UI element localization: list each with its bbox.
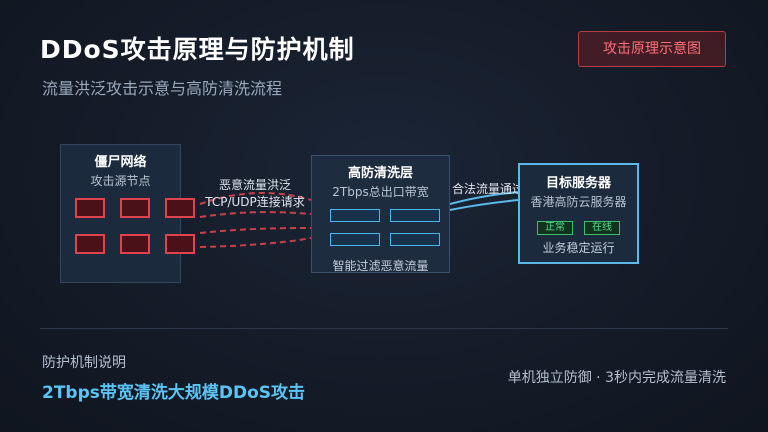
filter-slot-icon bbox=[330, 233, 380, 246]
attack-flow-line bbox=[199, 211, 312, 218]
mechanism-section-label: 防护机制说明 bbox=[42, 355, 126, 371]
attack-flow-label-line1: 恶意流量洪泛 bbox=[218, 178, 291, 192]
attack-flow-line bbox=[199, 237, 312, 248]
clean-flow-line bbox=[449, 191, 519, 205]
status-badge-normal: 正常 bbox=[537, 221, 573, 235]
botnet-node: 僵尸网络 攻击源节点 bbox=[60, 144, 195, 283]
bot-host-icon bbox=[120, 198, 150, 218]
filter-slot-icon bbox=[330, 209, 380, 222]
scrubbing-node: 高防清洗层 2Tbps总出口带宽 智能过滤恶意流量 bbox=[311, 155, 450, 273]
target-server-node: 目标服务器 香港高防云服务器 正常 在线 业务稳定运行 bbox=[518, 163, 639, 264]
attack-flow-label-line2: TCP/UDP连接请求 bbox=[205, 195, 305, 209]
mechanism-summary: 单机独立防御 · 3秒内完成流量清洗 bbox=[507, 370, 726, 386]
botnet-subtitle: 攻击源节点 bbox=[90, 174, 151, 188]
bot-host-icon bbox=[75, 198, 105, 218]
target-title: 目标服务器 bbox=[545, 176, 611, 191]
page-subtitle: 流量洪泛攻击示意与高防清洗流程 bbox=[42, 79, 283, 98]
diagram-type-badge: 攻击原理示意图 bbox=[578, 31, 726, 67]
bot-host-icon bbox=[165, 234, 195, 254]
mechanism-headline: 2Tbps带宽清洗大规模DDoS攻击 bbox=[42, 383, 306, 403]
clean-flow-line bbox=[449, 199, 519, 211]
page-title: DDoS攻击原理与防护机制 bbox=[40, 35, 355, 64]
target-subtitle: 香港高防云服务器 bbox=[530, 195, 627, 209]
clean-flow-label: 合法流量通过 bbox=[452, 182, 518, 196]
scrubbing-footer: 智能过滤恶意流量 bbox=[332, 259, 429, 273]
bot-host-icon bbox=[120, 234, 150, 254]
status-badge-online: 在线 bbox=[584, 221, 620, 235]
bot-host-icon bbox=[75, 234, 105, 254]
attack-flow-line bbox=[199, 192, 312, 205]
attack-flow-line bbox=[199, 227, 312, 234]
bot-host-icon bbox=[165, 198, 195, 218]
section-divider bbox=[40, 328, 728, 329]
target-footer: 业务稳定运行 bbox=[542, 241, 615, 255]
filter-slot-icon bbox=[390, 233, 440, 246]
filter-slot-icon bbox=[390, 209, 440, 222]
attack-flow-label: 恶意流量洪泛 TCP/UDP连接请求 bbox=[200, 176, 310, 210]
scrubbing-subtitle: 2Tbps总出口带宽 bbox=[332, 185, 429, 199]
botnet-title: 僵尸网络 bbox=[94, 155, 147, 170]
scrubbing-title: 高防清洗层 bbox=[347, 166, 413, 181]
